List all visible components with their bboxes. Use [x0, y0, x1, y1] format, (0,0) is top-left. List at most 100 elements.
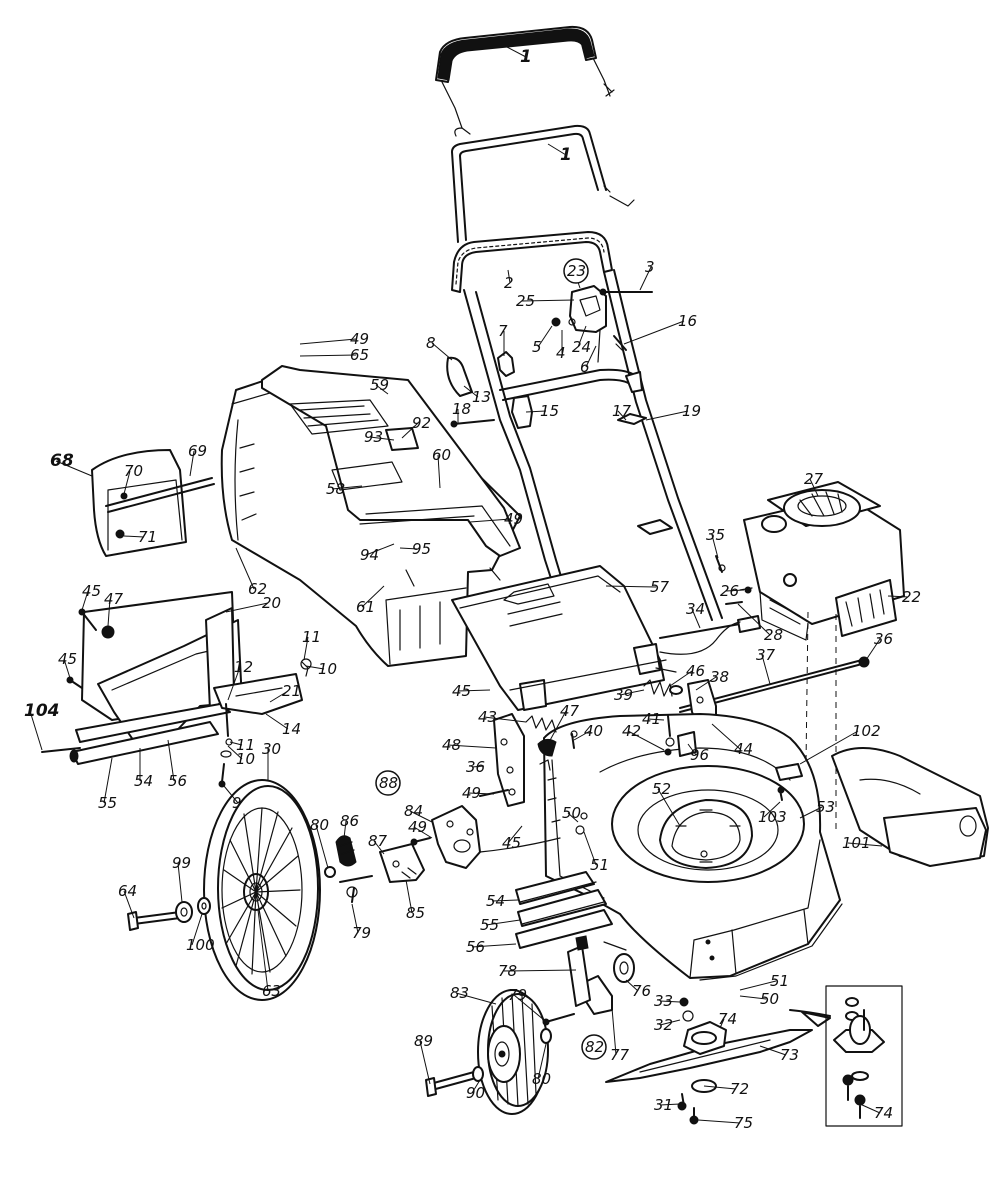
leader-line-32	[659, 1019, 681, 1026]
leader-line-10	[305, 665, 325, 670]
part-label-57: 57	[650, 578, 670, 596]
leader-line-83	[455, 992, 497, 1005]
springs	[525, 667, 683, 757]
part-label-1: 1	[520, 47, 532, 67]
leader-line-42	[627, 730, 665, 751]
leader-line-36	[865, 638, 881, 661]
part-label-83: 83	[450, 984, 469, 1002]
part-label-6: 6	[580, 358, 590, 376]
leader-line-62	[235, 547, 255, 590]
leader-line-50	[739, 995, 767, 1000]
rear-discharge-deflector	[69, 591, 303, 765]
part-label-99: 99	[172, 854, 191, 872]
part-label-74: 74	[718, 1010, 737, 1028]
part-label-3: 3	[645, 258, 655, 276]
leader-line-2	[507, 269, 511, 284]
part-label-71: 71	[138, 528, 157, 546]
part-label-95: 95	[412, 540, 431, 558]
part-label-86: 86	[340, 812, 359, 830]
leader-line-26	[725, 589, 745, 592]
leader-line-94	[365, 543, 395, 556]
leader-line-6	[585, 345, 597, 368]
part-label-79: 79	[352, 924, 371, 942]
part-label-79: 79	[508, 986, 527, 1004]
part-label-64: 64	[118, 882, 137, 900]
part-label-54: 54	[486, 892, 505, 910]
part-label-50: 50	[760, 990, 779, 1008]
leader-line-12	[227, 666, 241, 701]
leader-line-46	[669, 670, 693, 687]
leader-line-100	[191, 913, 203, 946]
leader-line-70	[123, 470, 131, 495]
part-label-75: 75	[734, 1114, 753, 1132]
leader-line-1	[547, 143, 567, 156]
leader-line-34	[691, 608, 701, 629]
part-label-18: 18	[452, 400, 471, 418]
pins	[450, 288, 653, 428]
leader-line-71	[123, 535, 145, 538]
part-label-94: 94	[360, 546, 379, 564]
part-label-51: 51	[590, 856, 609, 874]
leader-line-45	[507, 825, 523, 844]
part-label-35: 35	[706, 526, 725, 544]
part-label-87: 87	[368, 832, 388, 850]
part-label-59: 59	[370, 376, 389, 394]
handle-middle-tubes	[463, 269, 723, 621]
part-label-22: 22	[902, 588, 921, 606]
part-label-48: 48	[442, 736, 461, 754]
part-label-88: 88	[379, 774, 398, 792]
part-label-28: 28	[764, 626, 783, 644]
part-label-69: 69	[188, 442, 207, 460]
part-label-56: 56	[466, 938, 485, 956]
leader-line-57	[605, 585, 657, 588]
part-label-68: 68	[50, 451, 74, 471]
leader-line-13	[463, 385, 479, 398]
leader-line-3	[639, 266, 652, 291]
part-label-46: 46	[686, 662, 705, 680]
bag-frame-top	[261, 365, 521, 587]
part-label-65: 65	[350, 346, 369, 364]
part-label-93: 93	[364, 428, 383, 446]
leader-line-45	[81, 590, 89, 611]
lower-deflector-strips	[515, 871, 613, 949]
part-label-4: 4	[556, 344, 566, 362]
front-wheel-hardware	[425, 935, 635, 1097]
part-label-55: 55	[98, 794, 117, 812]
part-label-76: 76	[632, 982, 651, 1000]
leader-line-74	[719, 1018, 725, 1029]
part-label-62: 62	[248, 580, 267, 598]
leader-line-93	[369, 436, 395, 441]
center-hardware	[570, 715, 697, 757]
leader-line-73	[759, 1045, 787, 1056]
part-label-14: 14	[282, 720, 301, 738]
leader-line-78	[503, 969, 577, 972]
leader-line-51	[739, 980, 777, 991]
leader-line-52	[657, 788, 681, 827]
leader-line-63	[257, 909, 269, 992]
part-label-36: 36	[874, 630, 893, 648]
part-label-13: 13	[472, 388, 491, 406]
leader-line-90	[471, 1079, 481, 1094]
leader-line-55	[485, 919, 521, 926]
part-label-100: 100	[186, 936, 215, 954]
part-label-53: 53	[816, 798, 835, 816]
part-label-15: 15	[540, 402, 559, 420]
leader-line-47	[547, 710, 567, 745]
leader-line-22	[887, 595, 909, 598]
leader-line-16	[623, 320, 685, 345]
leader-line-31	[659, 1103, 681, 1106]
leader-line-95	[399, 547, 419, 550]
leader-line-51	[583, 831, 597, 866]
part-label-11: 11	[236, 736, 255, 754]
rear-wheel-left	[203, 779, 321, 1001]
part-label-89: 89	[414, 1032, 433, 1050]
leader-line-53	[799, 806, 823, 819]
leader-line-45	[457, 689, 491, 692]
leader-line-86	[343, 820, 347, 839]
part-label-26: 26	[720, 582, 739, 600]
part-label-10: 10	[318, 660, 337, 678]
leader-line-92	[401, 422, 419, 439]
leader-line-48	[447, 744, 497, 749]
leader-line-60	[437, 454, 441, 489]
